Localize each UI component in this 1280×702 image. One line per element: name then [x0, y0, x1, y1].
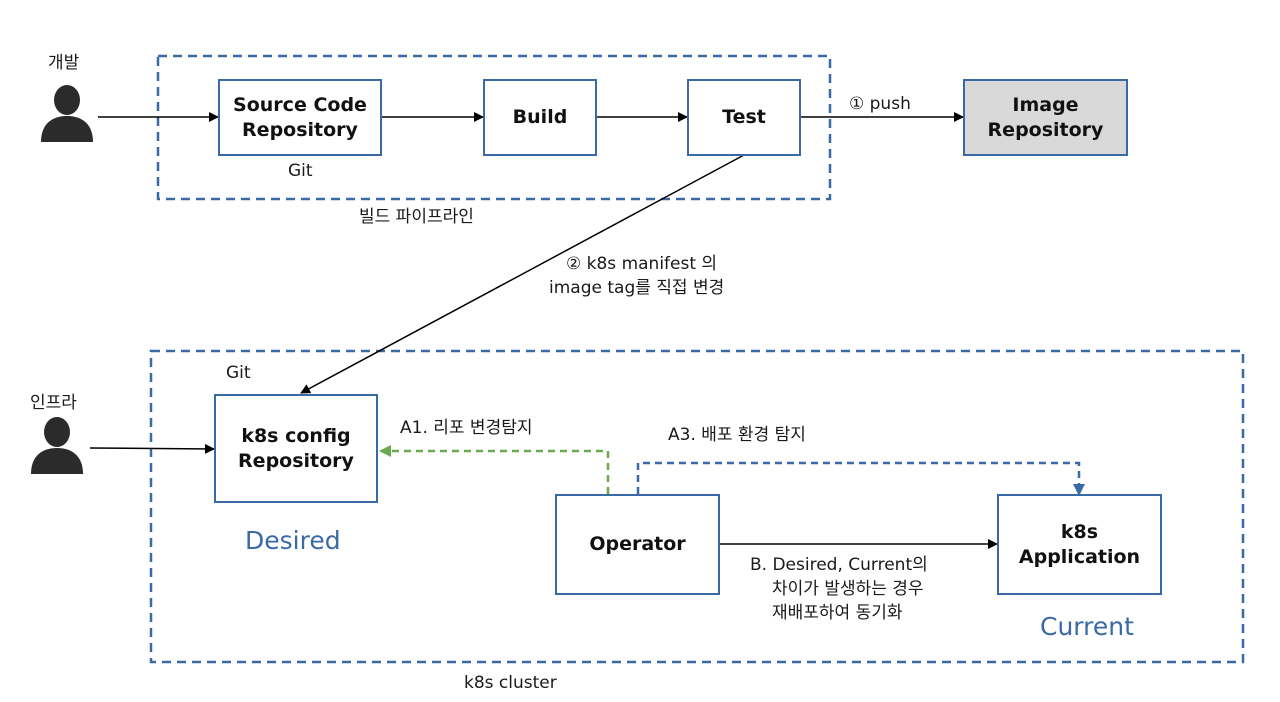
- b-label-line3: 재배포하여 동기화: [772, 603, 903, 623]
- cluster-git-label: Git: [226, 363, 251, 383]
- push-label: ① push: [849, 94, 911, 114]
- build-pipeline-frame: [156, 54, 832, 201]
- k8s-config-repository-label: k8s config Repository: [238, 424, 354, 472]
- desired-label: Desired: [245, 526, 341, 555]
- k8s-application-label: k8s Application: [1018, 520, 1141, 568]
- arrow-a1-repo-detect: [379, 445, 610, 494]
- k8s-application-box: k8s Application: [997, 494, 1162, 595]
- build-pipeline-label: 빌드 파이프라인: [359, 207, 474, 227]
- developer-person-icon: [40, 82, 94, 148]
- operator-label: Operator: [589, 533, 686, 556]
- cluster-label: k8s cluster: [464, 673, 557, 693]
- manifest-label-line2: image tag를 직접 변경: [549, 278, 725, 298]
- source-git-label: Git: [288, 161, 313, 181]
- manifest-label-line1: ② k8s manifest 의: [566, 254, 718, 274]
- infra-person-icon: [30, 414, 84, 480]
- b-label-line1: B. Desired, Current의: [750, 555, 928, 575]
- infra-label: 인프라: [30, 393, 77, 413]
- build-box: Build: [483, 79, 597, 156]
- b-label-line2: 차이가 발생하는 경우: [772, 579, 924, 599]
- arrow-infra-to-config-repo: [89, 443, 215, 454]
- cluster-frame: [149, 349, 1245, 664]
- arrow-a3-env-detect: [636, 461, 1085, 496]
- image-repository-box: Image Repository: [963, 79, 1128, 156]
- source-code-repository-box: Source Code Repository: [218, 79, 382, 156]
- a1-label: A1. 리포 변경탐지: [400, 418, 533, 438]
- k8s-config-repository-box: k8s config Repository: [214, 394, 378, 503]
- arrow-test-to-config-repo: [300, 154, 745, 394]
- image-repository-label: Image Repository: [987, 93, 1104, 141]
- a3-label: A3. 배포 환경 탐지: [668, 425, 806, 445]
- developer-label: 개발: [48, 53, 80, 73]
- operator-box: Operator: [555, 494, 720, 595]
- test-label: Test: [722, 106, 766, 129]
- test-box: Test: [687, 79, 801, 156]
- source-code-repository-label: Source Code Repository: [233, 93, 367, 141]
- build-label: Build: [512, 106, 568, 129]
- current-label: Current: [1040, 612, 1134, 641]
